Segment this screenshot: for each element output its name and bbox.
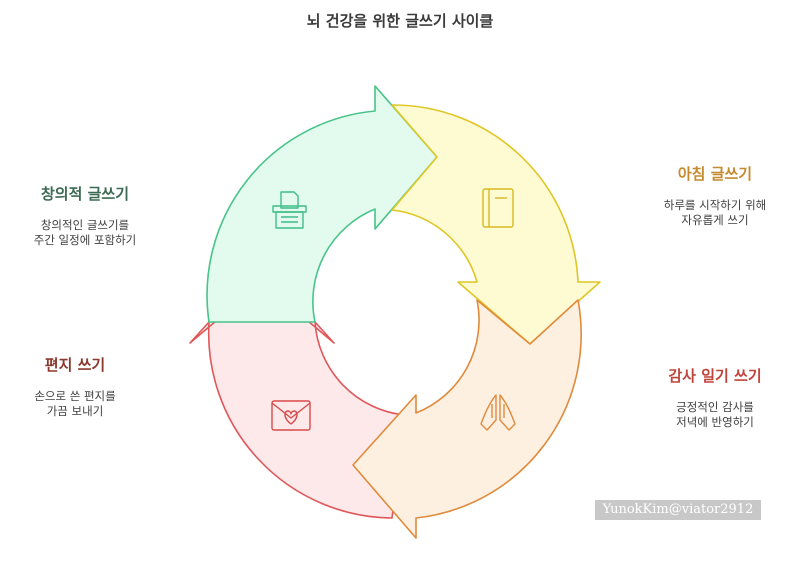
envelope-heart-icon — [271, 400, 311, 431]
stage-morning: 아침 글쓰기 하루를 시작하기 위해 자유롭게 쓰기 — [635, 163, 795, 228]
cycle-arrow-morning — [391, 104, 601, 345]
diagram-title: 뇌 건강을 위한 글쓰기 사이클 — [306, 12, 494, 30]
stage-gratitude-desc-line1: 긍정적인 감사를 — [676, 400, 754, 414]
typewriter-icon — [272, 191, 307, 229]
stage-gratitude-desc-line2: 저녁에 반영하기 — [676, 415, 754, 429]
cycle-arrow-creative — [206, 85, 438, 323]
cycle-arrow-gratitude — [352, 299, 582, 539]
cycle-arrow-letter — [189, 281, 406, 519]
stage-letter: 편지 쓰기 손으로 쓴 편지를 가끔 보내기 — [0, 354, 150, 419]
stage-creative: 창의적 글쓰기 창의적인 글쓰기를 주간 일정에 포함하기 — [10, 183, 160, 248]
stage-letter-heading: 편지 쓰기 — [44, 356, 106, 374]
stage-creative-heading: 창의적 글쓰기 — [40, 185, 130, 203]
stage-letter-desc-line1: 손으로 쓴 편지를 — [34, 389, 116, 403]
stage-creative-desc-line1: 창의적인 글쓰기를 — [40, 218, 130, 232]
stage-morning-heading: 아침 글쓰기 — [677, 165, 753, 183]
praying-hands-icon — [480, 394, 516, 431]
stage-creative-desc-line2: 주간 일정에 포함하기 — [33, 233, 137, 247]
stage-gratitude: 감사 일기 쓰기 긍정적인 감사를 저녁에 반영하기 — [635, 365, 795, 430]
stage-gratitude-heading: 감사 일기 쓰기 — [668, 367, 762, 385]
watermark: YunokKim@viator2912 — [595, 500, 761, 520]
notebook-icon — [482, 188, 514, 228]
stage-letter-desc-line2: 가끔 보내기 — [46, 404, 104, 418]
stage-morning-desc-line2: 자유롭게 쓰기 — [681, 213, 749, 227]
stage-morning-desc-line1: 하루를 시작하기 위해 — [663, 198, 767, 212]
